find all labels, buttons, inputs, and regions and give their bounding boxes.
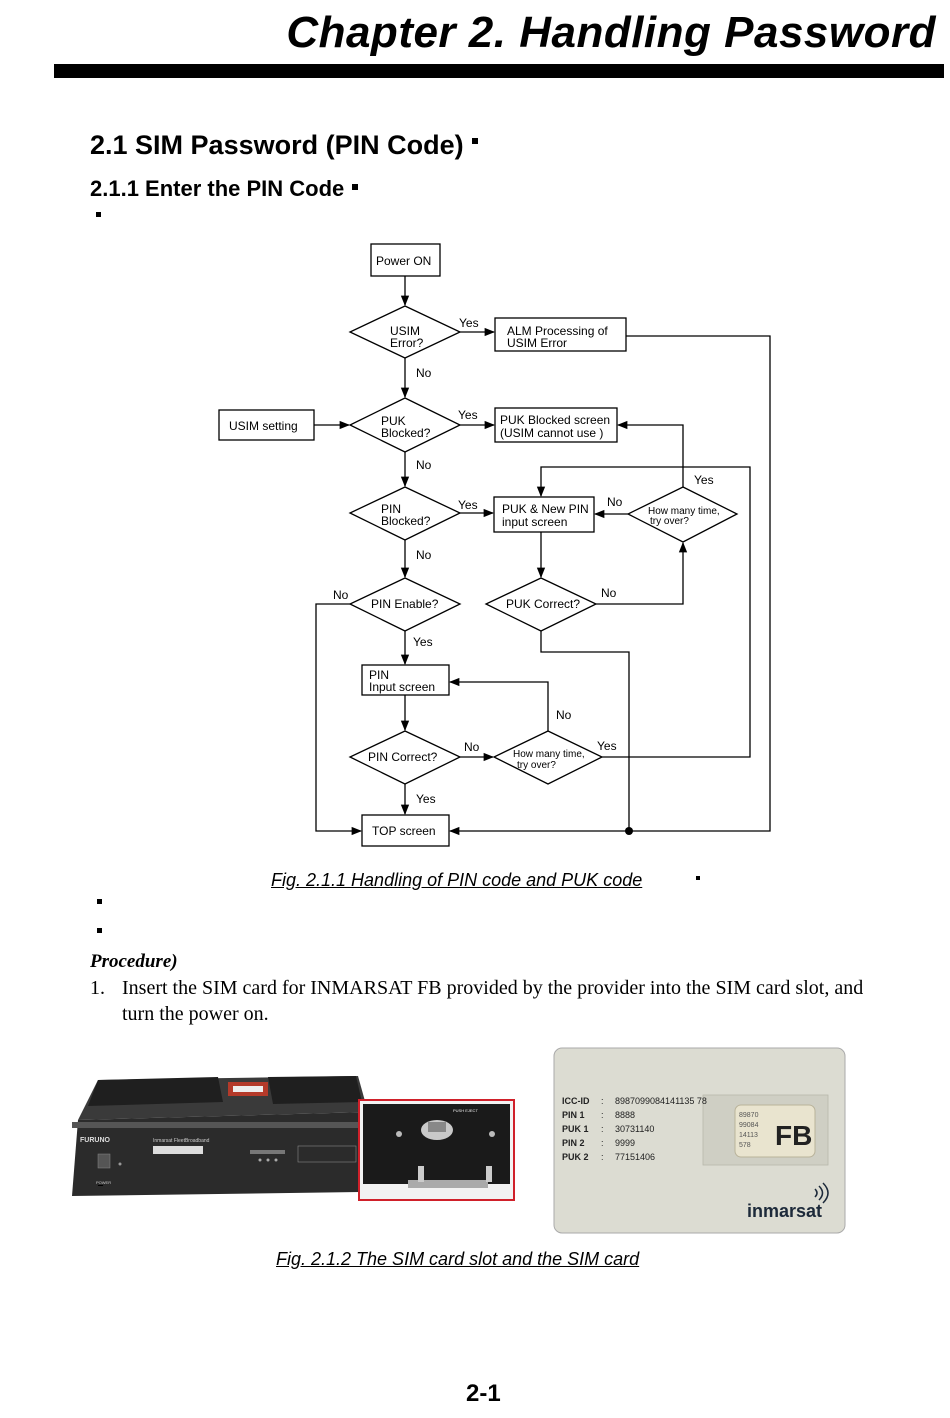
inmarsat-logo-icon (814, 1182, 829, 1204)
usim-error-label-1: USIM (390, 324, 420, 338)
sim-row-value: 8987099084141135 78 (615, 1096, 707, 1106)
fig2-caption: Fig. 2.1.2 The SIM card slot and the SIM… (276, 1249, 640, 1269)
no-label: No (601, 586, 617, 600)
sim-row-value: 9999 (615, 1138, 635, 1148)
usim-error-label-2: Error? (390, 336, 424, 350)
puk-blocked-screen-label-1: PUK Blocked screen (500, 413, 610, 427)
puk-correct-label: PUK Correct? (506, 597, 580, 611)
pin-puk-flowchart: Power ON USIM Error? ALM Processing of U… (218, 243, 771, 847)
marker (696, 876, 700, 880)
puk-blocked-label-2: Blocked? (381, 426, 431, 440)
puk-blocked-screen-label-2: (USIM cannot use ) (500, 426, 603, 440)
no-label: No (464, 740, 480, 754)
sim-row-value: 30731140 (615, 1124, 654, 1134)
no-label: No (333, 588, 349, 602)
no-label: No (416, 458, 432, 472)
subsection-title: 2.1.1 Enter the PIN Code (90, 176, 359, 202)
sim-row-value: 8888 (615, 1110, 635, 1120)
step-text: Insert the SIM card for INMARSAT FB prov… (122, 977, 864, 1025)
yes-label: Yes (694, 473, 714, 487)
yes-label: Yes (416, 792, 436, 806)
chip-digit: 89870 (739, 1112, 759, 1119)
how-many-puk-label-2: try over? (650, 516, 689, 527)
chapter-rule (54, 64, 944, 78)
sim-row-sep: : (601, 1124, 604, 1134)
section-title-text: 2.1 SIM Password (PIN Code) (90, 130, 464, 160)
usim-setting-label: USIM setting (229, 419, 298, 433)
pin-input-label-2: Input screen (369, 680, 435, 694)
junction-dot (625, 827, 633, 835)
power-on-label: Power ON (376, 254, 431, 268)
pin-correct-label: PIN Correct? (368, 750, 438, 764)
sim-row-sep: : (601, 1138, 604, 1148)
sim-card-photo: 89870 99084 14113 578 FB ICC-ID : 898709… (553, 1047, 846, 1234)
marker (352, 184, 359, 190)
top-screen-label: TOP screen (372, 824, 436, 838)
sim-row-sep: : (601, 1110, 604, 1120)
bullet-marker (96, 212, 101, 217)
sim-row-label: PUK 1 (562, 1124, 589, 1134)
sim-row-value: 77151406 (615, 1152, 655, 1162)
no-label: No (607, 495, 623, 509)
sim-row-sep: : (601, 1152, 604, 1162)
bullet-marker (97, 928, 102, 933)
puk-new-pin-label-1: PUK & New PIN (502, 502, 589, 516)
chip-fb-label: FB (775, 1120, 812, 1151)
sim-row-label: PIN 2 (562, 1138, 585, 1148)
no-label: No (416, 366, 432, 380)
puk-blocked-label-1: PUK (381, 414, 406, 428)
brand-text: FURUNO (80, 1137, 110, 1144)
chip-digit: 14113 (739, 1132, 758, 1139)
sim-row-sep: : (601, 1096, 604, 1106)
marker (471, 138, 478, 144)
alm-label-2: USIM Error (507, 336, 567, 350)
alm-label-1: ALM Processing of (507, 324, 608, 338)
section-title: 2.1 SIM Password (PIN Code) (90, 130, 478, 161)
pin-blocked-label-1: PIN (381, 502, 401, 516)
chip-digit: 578 (739, 1142, 751, 1149)
terminal-unit-photo: FURUNO Inmarsat FleetBroadband POWER PUS… (72, 1076, 515, 1201)
fig1-caption: Fig. 2.1.1 Handling of PIN code and PUK … (271, 870, 643, 890)
how-many-pin-diamond (492, 730, 604, 785)
how-many-puk-label-1: How many time, (648, 506, 720, 517)
push-eject-label: PUSH EJECT (453, 1108, 478, 1113)
yes-label: Yes (458, 408, 478, 422)
sim-row-label: PIN 1 (562, 1110, 585, 1120)
chip-digit: 99084 (739, 1122, 759, 1129)
yes-label: Yes (459, 316, 479, 330)
inmarsat-logo-text: inmarsat (747, 1201, 822, 1221)
marker (98, 1185, 103, 1186)
yes-label: Yes (458, 498, 478, 512)
bullet-marker (97, 899, 102, 904)
page-number: 2-1 (466, 1380, 501, 1407)
power-label: POWER (96, 1180, 111, 1185)
pin-input-label-1: PIN (369, 668, 389, 682)
how-many-pin-label-2: try over? (517, 760, 556, 771)
yes-label: Yes (413, 635, 433, 649)
yes-label: Yes (597, 739, 617, 753)
procedure-heading: Procedure) (90, 951, 178, 972)
how-many-pin-label-1: How many time, (513, 749, 585, 760)
no-label: No (416, 548, 432, 562)
step-number: 1. (90, 977, 105, 999)
subsection-title-text: 2.1.1 Enter the PIN Code (90, 176, 345, 201)
puk-new-pin-label-2: input screen (502, 515, 567, 529)
sim-row-label: PUK 2 (562, 1152, 589, 1162)
no-label: No (556, 708, 572, 722)
pin-enable-label: PIN Enable? (371, 597, 439, 611)
procedure-step-1: 1. Insert the SIM card for INMARSAT FB p… (90, 975, 880, 1027)
pin-blocked-label-2: Blocked? (381, 514, 431, 528)
chapter-title: Chapter 2. Handling Password (286, 8, 936, 57)
sim-row-label: ICC-ID (562, 1096, 590, 1106)
model-text: Inmarsat FleetBroadband (153, 1138, 210, 1144)
